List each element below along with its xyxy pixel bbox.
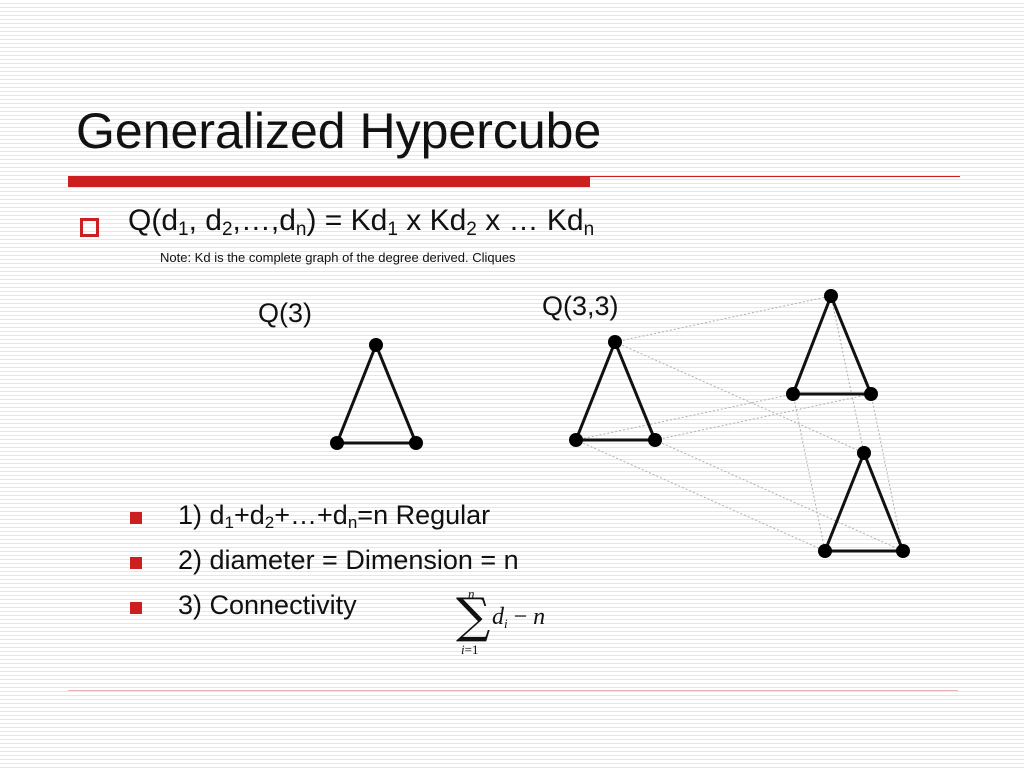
vertex-dot xyxy=(896,544,910,558)
vertex-dot xyxy=(369,338,383,352)
dotted-edge xyxy=(575,393,794,441)
vertex-dot xyxy=(818,544,832,558)
connectivity-formula: n ∑ i=1 di − n xyxy=(452,586,562,660)
triangle-q3 xyxy=(334,340,419,445)
dotted-edge xyxy=(614,295,832,343)
square-bullet-icon xyxy=(130,512,142,524)
square-bullet-icon xyxy=(130,557,142,569)
slide-title: Generalized Hypercube xyxy=(76,103,602,159)
footer-divider xyxy=(68,690,958,691)
vertex-dot xyxy=(569,433,583,447)
vertex-dot xyxy=(608,335,622,349)
dotted-edge xyxy=(654,393,872,441)
sum-body: di − n xyxy=(492,604,546,631)
graph-vertices xyxy=(330,289,910,558)
vertex-dot xyxy=(824,289,838,303)
q33-dotted-edges xyxy=(575,295,904,552)
dotted-edge xyxy=(830,295,865,454)
sum-lower-limit: i=1 xyxy=(461,642,479,657)
definition-formula: Q(d1, d2,…,dn) = Kd1 x Kd2 x … Kdn xyxy=(128,204,595,240)
property-text: 1) d1+d2+…+dn=n Regular xyxy=(178,500,491,532)
hollow-square-bullet-icon xyxy=(80,218,99,237)
vertex-dot xyxy=(330,436,344,450)
triangle-q33-bottom xyxy=(822,448,906,553)
square-bullet-icon xyxy=(130,602,142,614)
vertex-dot xyxy=(864,387,878,401)
triangle-q33-left xyxy=(573,337,658,442)
vertex-dot xyxy=(409,436,423,450)
triangle-q33-top xyxy=(790,291,874,396)
vertex-dot xyxy=(857,446,871,460)
title-underline-bar xyxy=(68,176,590,187)
q3-label: Q(3) xyxy=(258,298,312,328)
q33-label: Q(3,3) xyxy=(542,291,619,321)
definition-note: Note: Kd is the complete graph of the de… xyxy=(160,250,516,265)
vertex-dot xyxy=(648,433,662,447)
vertex-dot xyxy=(786,387,800,401)
dotted-edge xyxy=(614,341,865,454)
sum-upper-limit: n xyxy=(468,586,475,601)
dotted-edge xyxy=(575,439,826,552)
dotted-edge xyxy=(654,439,904,552)
property-text: 2) diameter = Dimension = n xyxy=(178,545,519,575)
summation-icon: ∑ xyxy=(456,588,491,644)
title-underline-thin xyxy=(590,176,960,177)
dotted-edge xyxy=(792,393,826,552)
dotted-edge xyxy=(870,393,904,552)
property-text: 3) Connectivity xyxy=(178,590,357,620)
